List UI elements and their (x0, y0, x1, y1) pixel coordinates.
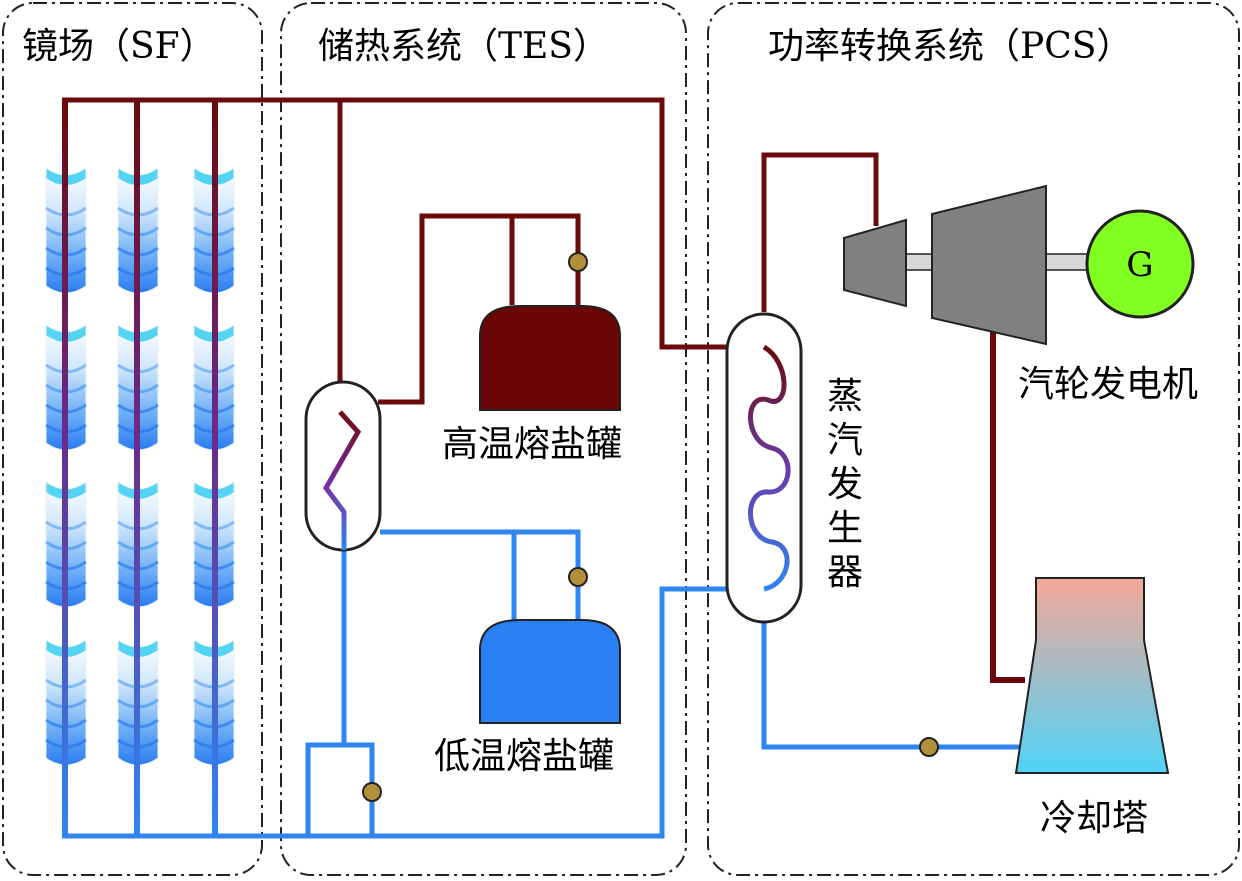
pump-field-return (362, 782, 382, 802)
cooling-tower-label: 冷却塔 (1040, 798, 1148, 839)
hot-piping (62, 97, 1025, 683)
receiver-tubes (62, 100, 218, 836)
cold-tank (479, 619, 621, 724)
steam-generator-label: 蒸 汽 发 生 器 (827, 376, 863, 593)
svg-text:生: 生 (827, 508, 863, 549)
pump-condensate (919, 737, 939, 757)
tes-section-box (280, 2, 687, 876)
steam-generator (725, 312, 803, 624)
generator (1085, 209, 1195, 319)
svg-text:蒸: 蒸 (827, 376, 863, 417)
cold-piping (62, 529, 1022, 839)
svg-text:汽: 汽 (827, 420, 863, 461)
svg-text:器: 器 (827, 552, 863, 593)
pump-cold-tank (568, 567, 588, 587)
tes-section-title: 储热系统（TES） (318, 26, 609, 67)
svg-text:发: 发 (827, 464, 863, 505)
hot-tank (479, 305, 621, 411)
turbine (843, 184, 1091, 346)
pcs-section-box (707, 2, 1240, 876)
pump-hot-tank (568, 252, 588, 272)
pcs-section-title: 功率转换系统（PCS） (768, 26, 1132, 67)
cold-tank-label: 低温熔盐罐 (434, 736, 614, 777)
tes-heat-exchanger (304, 380, 382, 552)
cooling-tower (1014, 577, 1170, 774)
hot-tank-label: 高温熔盐罐 (442, 424, 622, 465)
sf-section-box (2, 2, 263, 876)
turbine-generator-label: 汽轮发电机 (1018, 364, 1198, 405)
generator-symbol: G (1126, 245, 1153, 285)
sf-section-title: 镜场（SF） (22, 26, 216, 67)
